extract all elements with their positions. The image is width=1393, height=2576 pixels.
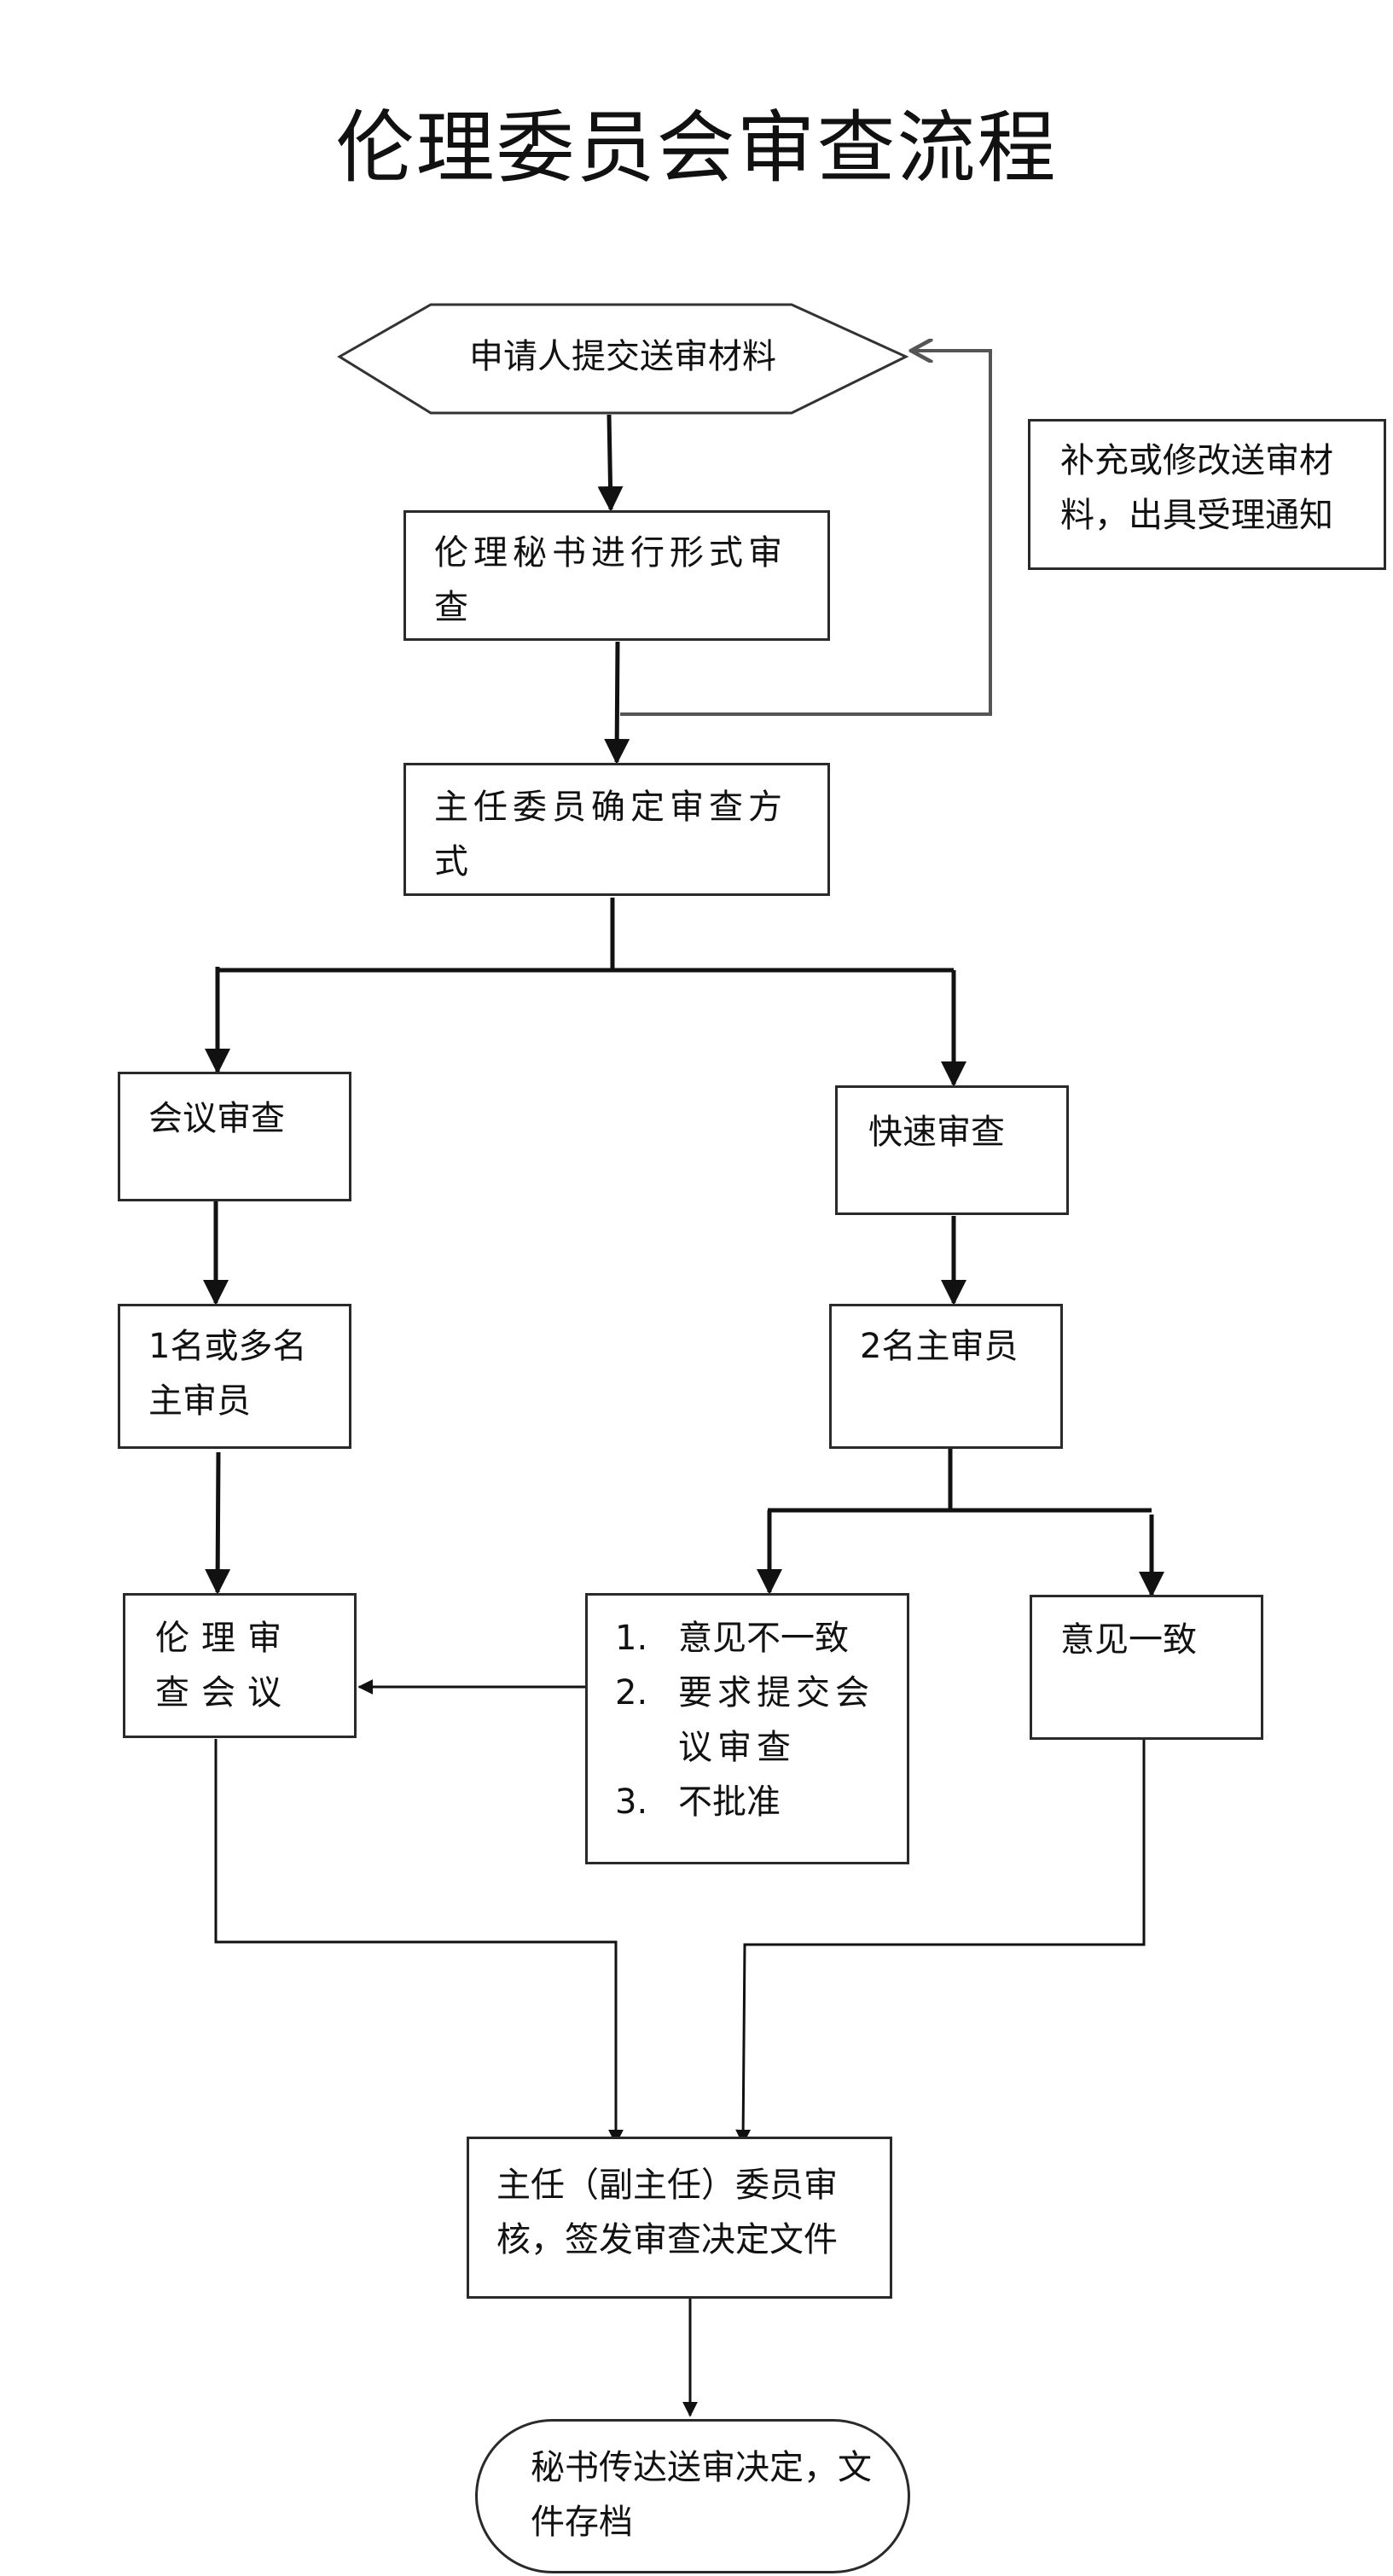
connector-submit-to-formal [597, 414, 624, 512]
disagreement-options-list: 1. 意见不一致 2. 要求提交会议审查 3. 不批准 [615, 1611, 898, 1829]
chair-decide-node-label: 主任委员确定审查方式 [434, 788, 787, 881]
option-text: 不批准 [678, 1782, 781, 1822]
secretary-archive-node: 秘书传达送审决定，文件存档 [475, 2419, 910, 2573]
meeting-review-node-label: 会议审查 [148, 1099, 285, 1138]
secretary-archive-node-label: 秘书传达送审决定，文件存档 [531, 2448, 872, 2542]
two-reviewers-node-label: 2名主审员 [860, 1327, 1019, 1366]
connector-ethics-meeting-to-sign [214, 1739, 624, 2145]
list-item: 3. 不批准 [615, 1775, 898, 1829]
chair-decide-node: 主任委员确定审查方式 [403, 763, 830, 896]
submit-node-label: 申请人提交送审材料 [469, 337, 776, 376]
option-text: 意见不一致 [678, 1619, 849, 1658]
meeting-review-node: 会议审查 [118, 1072, 351, 1201]
connector-formal-to-chair [604, 641, 630, 765]
page-title: 伦理委员会审查流程 [335, 102, 1058, 194]
agreement-node: 意见一致 [1030, 1595, 1263, 1740]
formal-review-node: 伦理秘书进行形式审查 [403, 510, 830, 641]
fast-review-node-label: 快速审查 [868, 1113, 1005, 1152]
list-item: 1. 意见不一致 [615, 1611, 898, 1666]
option-text: 要求提交会议审查 [678, 1673, 874, 1767]
formal-review-node-label: 伦理秘书进行形式审查 [434, 533, 787, 627]
ethics-meeting-node: 伦理审查会议 [123, 1593, 357, 1738]
disagreement-options-node: 1. 意见不一致 2. 要求提交会议审查 3. 不批准 [585, 1593, 909, 1864]
agreement-node-label: 意见一致 [1060, 1620, 1197, 1660]
list-item: 2. 要求提交会议审查 [615, 1666, 898, 1775]
fast-review-node: 快速审查 [835, 1085, 1069, 1215]
multi-reviewers-node-label: 1名或多名主审员 [148, 1327, 307, 1421]
two-reviewers-node: 2名主审员 [829, 1304, 1063, 1449]
supplement-node-label: 补充或修改送审材料，出具受理通知 [1060, 441, 1333, 535]
chair-sign-node-label: 主任（副主任）委员审核，签发审查决定文件 [496, 2166, 838, 2259]
connector-agreement-to-sign [735, 1740, 1146, 2145]
supplement-node: 补充或修改送审材料，出具受理通知 [1028, 419, 1386, 570]
option-number: 1. [615, 1619, 648, 1658]
connector-return-to-submit [620, 351, 992, 716]
chair-sign-node: 主任（副主任）委员审核，签发审查决定文件 [467, 2137, 892, 2299]
ethics-meeting-node-label: 伦理审查会议 [155, 1619, 293, 1712]
option-number: 2. [615, 1673, 648, 1712]
option-number: 3. [615, 1782, 648, 1822]
submit-hexagon [337, 303, 909, 415]
multi-reviewers-node: 1名或多名主审员 [118, 1304, 351, 1449]
